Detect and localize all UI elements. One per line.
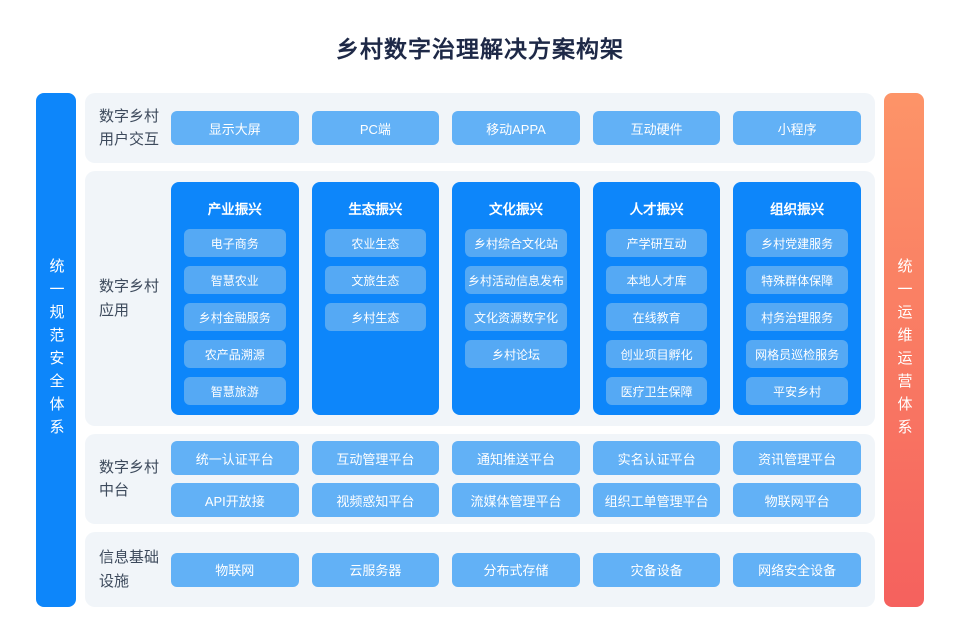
button-iot: 物联网 (171, 552, 299, 587)
button-real-name-auth-platform: 实名认证平台 (592, 441, 721, 475)
middle-platform-buttons: 统一认证平台 互动管理平台 通知推送平台 实名认证平台 资讯管理平台 API开放… (171, 441, 861, 517)
row-label-line1: 数字乡村 (99, 458, 160, 476)
diagram-rows: 数字乡村 用户交互 显示大屏 PC端 移动APPA 互动硬件 小程序 数字乡村 … (85, 93, 875, 607)
button-distributed-storage: 分布式存储 (452, 552, 580, 587)
button-interaction-mgmt-platform: 互动管理平台 (311, 441, 440, 475)
button-disaster-recovery-equipment: 灾备设备 (592, 552, 721, 587)
row-label-line1: 信息基础 (99, 549, 160, 567)
row-infrastructure: 信息基础 设施 物联网 云服务器 分布式存储 灾备设备 网络安全设备 (85, 532, 875, 607)
button-pc-client: PC端 (311, 111, 440, 145)
chip-culture-tourism-ecology: 文旅生态 (324, 266, 427, 294)
middle-platform-row-1: 统一认证平台 互动管理平台 通知推送平台 实名认证平台 资讯管理平台 (171, 441, 861, 475)
left-pillar-unified-security-system: 统一规范安全体系 (36, 93, 76, 607)
button-mobile-app: 移动APPA (452, 111, 580, 145)
panel-talent-revitalization: 人才振兴 产学研互动 本地人才库 在线教育 创业项目孵化 医疗卫生保障 (592, 182, 721, 415)
button-display-screen: 显示大屏 (171, 111, 299, 145)
chip-e-commerce: 电子商务 (184, 229, 286, 257)
row-applications: 数字乡村 应用 产业振兴 电子商务 智慧农业 乡村金融服务 农产品溯源 智慧旅游… (85, 171, 875, 426)
panel-title: 文化振兴 (488, 202, 543, 217)
user-interaction-buttons: 显示大屏 PC端 移动APPA 互动硬件 小程序 (171, 111, 861, 145)
row-label-applications: 数字乡村 应用 (99, 275, 171, 322)
left-pillar-label: 统一规范安全体系 (47, 258, 65, 442)
chip-medical-health-security: 医疗卫生保障 (605, 377, 708, 405)
right-pillar-unified-operations-system: 统一运维运营体系 (884, 93, 924, 607)
button-mini-program: 小程序 (733, 111, 861, 145)
row-user-interaction: 数字乡村 用户交互 显示大屏 PC端 移动APPA 互动硬件 小程序 (85, 93, 875, 163)
row-middle-platform: 数字乡村 中台 统一认证平台 互动管理平台 通知推送平台 实名认证平台 资讯管理… (85, 434, 875, 524)
button-network-security-equipment: 网络安全设备 (733, 552, 861, 587)
chip-party-building: 乡村党建服务 (746, 229, 848, 257)
infrastructure-buttons: 物联网 云服务器 分布式存储 灾备设备 网络安全设备 (171, 552, 861, 587)
button-iot-platform: 物联网平台 (733, 483, 861, 517)
right-pillar-label: 统一运维运营体系 (895, 258, 913, 442)
button-work-order-platform: 组织工单管理平台 (592, 483, 721, 517)
chip-smart-tourism: 智慧旅游 (184, 377, 286, 405)
button-cloud-server: 云服务器 (311, 552, 440, 587)
middle-platform-row-2: API开放接 视频惑知平台 流媒体管理平台 组织工单管理平台 物联网平台 (171, 483, 861, 517)
row-label-line2: 应用 (99, 301, 130, 319)
chip-rural-ecology: 乡村生态 (324, 303, 427, 331)
chip-culture-digitization: 文化资源数字化 (465, 303, 567, 331)
chip-smart-agriculture: 智慧农业 (184, 266, 286, 294)
row-label-user-interaction: 数字乡村 用户交互 (99, 105, 171, 152)
row-label-line2: 用户交互 (99, 131, 160, 148)
panel-title: 人才振兴 (629, 202, 684, 217)
panel-organization-revitalization: 组织振兴 乡村党建服务 特殊群体保障 村务治理服务 网格员巡检服务 平安乡村 (733, 182, 861, 415)
button-notification-push-platform: 通知推送平台 (452, 441, 580, 475)
panel-industry-revitalization: 产业振兴 电子商务 智慧农业 乡村金融服务 农产品溯源 智慧旅游 (171, 182, 299, 415)
row-label-infrastructure: 信息基础 设施 (99, 546, 171, 593)
row-label-line2: 中台 (99, 482, 130, 499)
chip-activity-info-release: 乡村活动信息发布 (465, 266, 567, 294)
button-api-open-interface: API开放接 (171, 483, 299, 517)
button-news-mgmt-platform: 资讯管理平台 (733, 441, 861, 475)
chip-grid-inspection: 网格员巡检服务 (746, 340, 848, 368)
chip-local-talent-pool: 本地人才库 (605, 266, 708, 294)
panel-title: 生态振兴 (348, 202, 403, 217)
chip-produce-traceability: 农产品溯源 (184, 340, 286, 368)
chip-startup-incubation: 创业项目孵化 (605, 340, 708, 368)
chip-village-governance: 村务治理服务 (746, 303, 848, 331)
chip-agricultural-ecology: 农业生态 (324, 229, 427, 257)
chip-special-groups-security: 特殊群体保障 (746, 266, 848, 294)
panel-culture-revitalization: 文化振兴 乡村综合文化站 乡村活动信息发布 文化资源数字化 乡村论坛 (452, 182, 580, 415)
chip-safe-village: 平安乡村 (746, 377, 848, 405)
diagram-layout: 统一规范安全体系 数字乡村 用户交互 显示大屏 PC端 移动APPA 互动硬件 … (36, 93, 924, 607)
chip-rural-finance: 乡村金融服务 (184, 303, 286, 331)
chip-rural-forum: 乡村论坛 (465, 340, 567, 368)
row-label-line1: 数字乡村 (99, 278, 160, 296)
application-panels: 产业振兴 电子商务 智慧农业 乡村金融服务 农产品溯源 智慧旅游 生态振兴 农业… (171, 182, 861, 415)
row-label-line1: 数字乡村 (99, 107, 160, 125)
row-label-line2: 设施 (99, 572, 130, 590)
chip-online-education: 在线教育 (605, 303, 708, 331)
chip-industry-academia: 产学研互动 (605, 229, 708, 257)
chip-culture-station: 乡村综合文化站 (465, 229, 567, 257)
button-unified-auth-platform: 统一认证平台 (171, 441, 299, 475)
button-video-perception-platform: 视频惑知平台 (311, 483, 440, 517)
page-title: 乡村数字治理解决方案构架 (336, 36, 624, 62)
panel-ecology-revitalization: 生态振兴 农业生态 文旅生态 乡村生态 (311, 182, 440, 415)
row-label-middle-platform: 数字乡村 中台 (99, 456, 171, 503)
button-streaming-media-platform: 流媒体管理平台 (452, 483, 580, 517)
button-interactive-hardware: 互动硬件 (592, 111, 721, 145)
panel-title: 产业振兴 (207, 202, 262, 217)
panel-title: 组织振兴 (770, 202, 825, 217)
